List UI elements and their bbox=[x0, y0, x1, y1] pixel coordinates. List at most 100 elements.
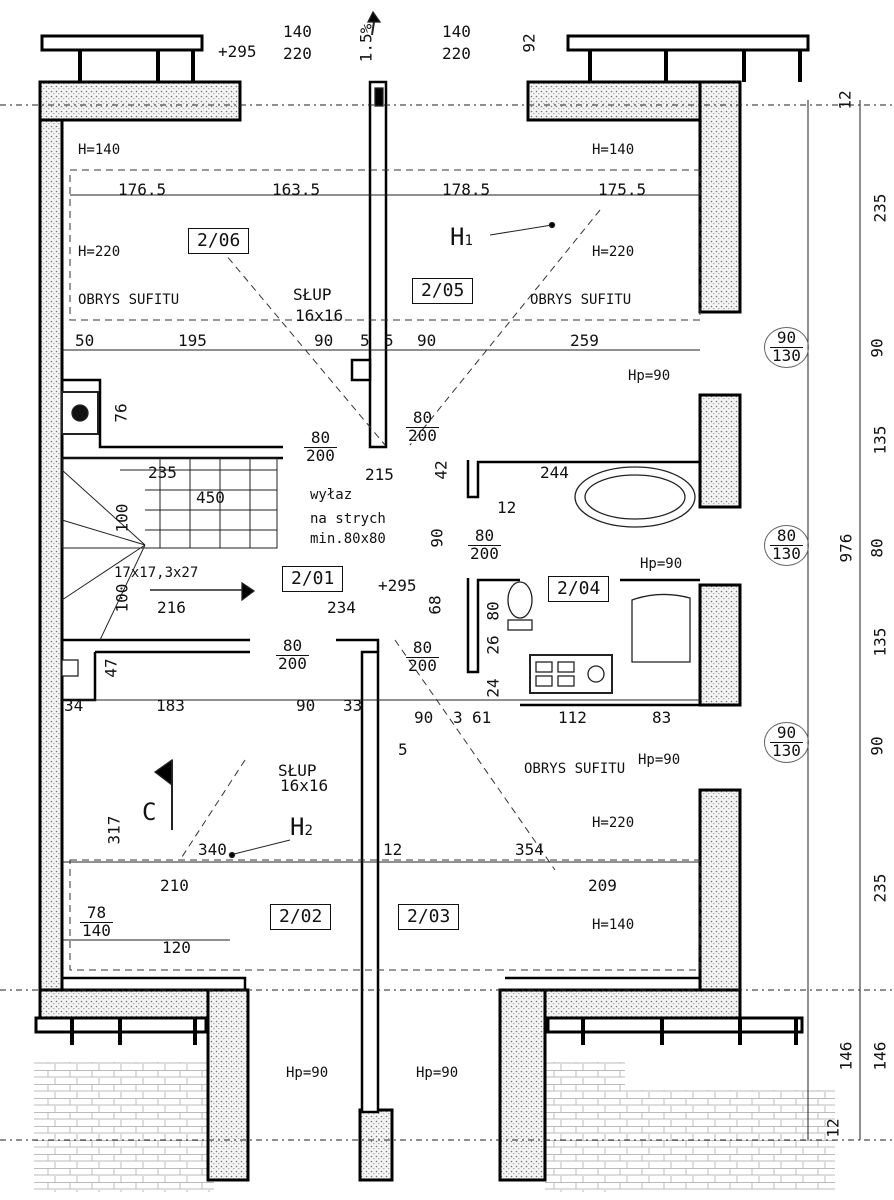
dim-12-a: 12 bbox=[497, 498, 517, 517]
hp90-a: Hp=90 bbox=[628, 368, 671, 384]
dim-120: 120 bbox=[162, 938, 191, 957]
right-dim-135-a: 135 bbox=[870, 425, 890, 455]
dim-83: 83 bbox=[652, 708, 672, 727]
dim-5-b: 5 bbox=[384, 331, 394, 350]
dim-235: 235 bbox=[148, 463, 177, 482]
dim-244: 244 bbox=[540, 463, 569, 482]
right-dim-235-a: 235 bbox=[870, 193, 890, 223]
window-1-width: 140 bbox=[283, 22, 312, 41]
column-size-low: 16x16 bbox=[280, 776, 329, 795]
dim-34: 34 bbox=[64, 696, 84, 715]
h2-marker: H2 bbox=[290, 813, 313, 841]
dim-259: 259 bbox=[570, 331, 599, 350]
right-dim-90-b: 90 bbox=[867, 736, 887, 756]
roof-slope: 1.5% bbox=[356, 23, 376, 63]
dim-100-b: 100 bbox=[112, 583, 132, 613]
dim-215: 215 bbox=[365, 465, 394, 484]
dim-5-a: 5 bbox=[360, 331, 370, 350]
dim-90-d: 90 bbox=[296, 696, 316, 715]
dim-450: 450 bbox=[196, 488, 225, 507]
h220-right: H=220 bbox=[592, 244, 635, 260]
room-2-03: 2/03 bbox=[398, 904, 460, 930]
dim-340: 340 bbox=[198, 840, 227, 859]
dim-80: 80 bbox=[483, 601, 503, 621]
dim-61: 61 bbox=[472, 708, 492, 727]
level-mid: +295 bbox=[378, 576, 417, 595]
ceiling-outline-left: OBRYS SUFITU bbox=[78, 292, 180, 308]
dim-90-e: 90 bbox=[414, 708, 434, 727]
dim-216: 216 bbox=[157, 598, 186, 617]
window-2-height: 220 bbox=[442, 44, 471, 63]
column-size-top: 16x16 bbox=[295, 306, 344, 325]
hp90-b: Hp=90 bbox=[640, 556, 683, 572]
dim-183: 183 bbox=[156, 696, 185, 715]
h140-left: H=140 bbox=[78, 142, 121, 158]
right-dim-90-a: 90 bbox=[867, 338, 887, 358]
hatch-note-3: min.80x80 bbox=[310, 531, 386, 547]
dim-5-c: 5 bbox=[398, 740, 408, 759]
hp90-bottom-left: Hp=90 bbox=[286, 1065, 329, 1081]
hatch-note-1: wyłaz bbox=[310, 487, 353, 503]
dim-210: 210 bbox=[160, 876, 189, 895]
right-dim-146-a: 146 bbox=[836, 1041, 856, 1071]
column-label-top: SŁUP bbox=[293, 285, 332, 304]
dim-24: 24 bbox=[483, 678, 503, 698]
dim-195: 195 bbox=[178, 331, 207, 350]
right-dim-80: 80 bbox=[867, 538, 887, 558]
dim-47: 47 bbox=[101, 658, 121, 678]
dim-3: 3 bbox=[453, 708, 463, 727]
right-dim-12-top: 12 bbox=[835, 90, 855, 110]
dim-209: 209 bbox=[588, 876, 617, 895]
dimension-lines bbox=[0, 100, 894, 1141]
window-2-width: 140 bbox=[442, 22, 471, 41]
dim-354: 354 bbox=[515, 840, 544, 859]
room-2-02: 2/02 bbox=[270, 904, 332, 930]
dim-68: 68 bbox=[425, 595, 445, 615]
dim-33: 33 bbox=[343, 696, 363, 715]
dim-234: 234 bbox=[327, 598, 356, 617]
ceiling-outline-right: OBRYS SUFITU bbox=[530, 292, 632, 308]
room-2-05: 2/05 bbox=[412, 278, 474, 304]
room-2-04: 2/04 bbox=[548, 576, 610, 602]
ceiling-outline-lower: OBRYS SUFITU bbox=[524, 761, 626, 777]
right-dim-12-bottom: 12 bbox=[823, 1118, 843, 1138]
h140-right: H=140 bbox=[592, 142, 635, 158]
dim-50: 50 bbox=[75, 331, 95, 350]
dim-163-5: 163.5 bbox=[272, 180, 321, 199]
right-dim-976: 976 bbox=[836, 533, 856, 563]
dim-112: 112 bbox=[558, 708, 587, 727]
dim-176-5: 176.5 bbox=[118, 180, 167, 199]
dim-top-92: 92 bbox=[519, 33, 539, 53]
window-1-height: 220 bbox=[283, 44, 312, 63]
section-c-marker: C bbox=[142, 798, 157, 826]
right-dim-135-b: 135 bbox=[870, 627, 890, 657]
h1-marker: H1 bbox=[450, 223, 473, 251]
room-2-06: 2/06 bbox=[188, 228, 250, 254]
dim-90-c: 90 bbox=[427, 528, 447, 548]
dim-76: 76 bbox=[111, 403, 131, 423]
dim-90-b: 90 bbox=[417, 331, 437, 350]
top-beams bbox=[40, 34, 810, 82]
h140-lower-right: H=140 bbox=[592, 917, 635, 933]
dim-178-5: 178.5 bbox=[442, 180, 491, 199]
stairs-spec: 17x17,3x27 bbox=[114, 565, 199, 581]
dim-175-5: 175.5 bbox=[598, 180, 647, 199]
column-label-low: SŁUP bbox=[278, 761, 317, 780]
hp90-bottom-right: Hp=90 bbox=[416, 1065, 459, 1081]
dim-12-b: 12 bbox=[383, 840, 403, 859]
h220-left: H=220 bbox=[78, 244, 121, 260]
dim-100-a: 100 bbox=[112, 503, 132, 533]
dim-317: 317 bbox=[104, 815, 124, 845]
right-dim-235-b: 235 bbox=[870, 873, 890, 903]
dim-26: 26 bbox=[483, 635, 503, 655]
hp90-c: Hp=90 bbox=[638, 752, 681, 768]
